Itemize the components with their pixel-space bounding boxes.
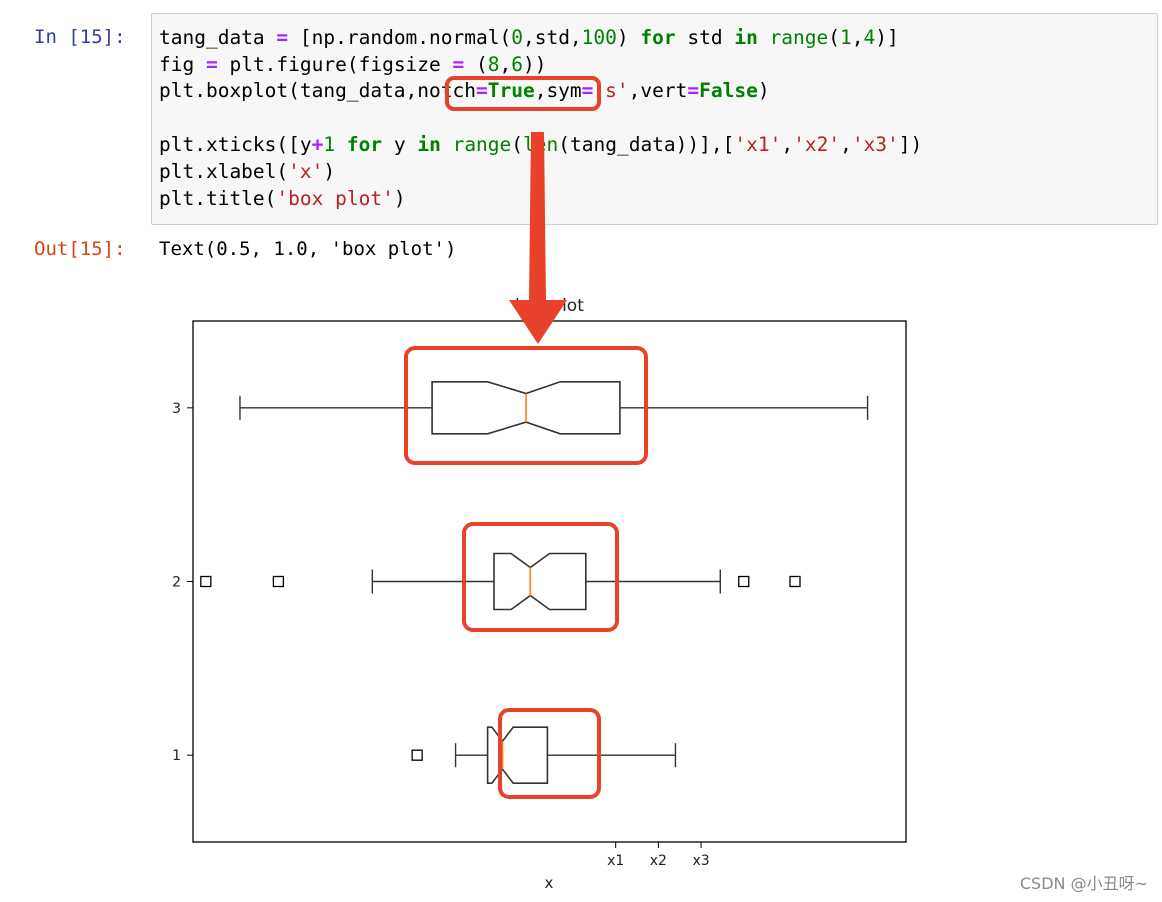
code-line: plt.xticks([y+1 for y in range(len(tang_… xyxy=(159,132,922,158)
highlight-box xyxy=(462,522,619,632)
code-token: 100 xyxy=(581,26,617,49)
x-tick-label: x1 xyxy=(607,853,624,869)
code-token: )) xyxy=(523,53,547,76)
code-token: 'box plot' xyxy=(276,187,394,210)
watermark: CSDN @小丑呀~ xyxy=(1019,874,1148,893)
code-token: 'x1' xyxy=(734,133,782,156)
x-tick-label: x3 xyxy=(692,853,709,869)
code-token: 1 xyxy=(323,133,336,156)
highlight-box xyxy=(404,346,648,465)
code-token: 's' xyxy=(593,79,629,102)
code-token: [np.random.normal( xyxy=(288,26,512,49)
code-token: (tang_data))],[ xyxy=(558,133,735,156)
code-token: for xyxy=(346,133,383,156)
code-token: False xyxy=(699,79,758,102)
code-cell[interactable]: tang_data = [np.random.normal(0,std,100)… xyxy=(151,13,1158,225)
y-tick-label: 2 xyxy=(172,575,181,591)
code-token: , xyxy=(781,133,794,156)
code-token: ,vert xyxy=(628,79,688,102)
code-token: 'x' xyxy=(288,160,324,183)
code-token: ,sym xyxy=(534,79,582,102)
code-token: = xyxy=(276,26,289,49)
code-token: 'x3' xyxy=(851,133,899,156)
notched-box xyxy=(431,380,621,435)
code-token: = xyxy=(475,79,488,102)
code-token: range xyxy=(452,133,512,156)
code-line: plt.xlabel('x') xyxy=(159,159,335,185)
flier-marker xyxy=(411,749,423,761)
code-token: , xyxy=(499,53,512,76)
code-token: plt.xticks([y xyxy=(159,133,312,156)
x-tick-label: x2 xyxy=(650,853,667,869)
axes-frame xyxy=(192,320,907,843)
flier-marker xyxy=(200,575,212,588)
annotation-arrow xyxy=(509,132,567,344)
code-token: std xyxy=(675,26,735,49)
output-prompt: Out[15]: xyxy=(34,238,126,260)
code-token: y xyxy=(382,133,418,156)
code-token: 'x2' xyxy=(793,133,841,156)
code-token: ) xyxy=(393,187,406,210)
flier-marker xyxy=(272,575,285,588)
x-axis-label: x xyxy=(545,874,554,892)
code-token: plt.boxplot(tang_data,notch xyxy=(159,79,476,102)
y-tick-label: 3 xyxy=(172,401,181,417)
code-token: ) xyxy=(757,79,770,102)
code-token: plt.title( xyxy=(159,187,277,210)
code-token: ( xyxy=(511,133,524,156)
code-token: + xyxy=(311,133,324,156)
code-token: ) xyxy=(323,160,336,183)
flier-marker xyxy=(738,575,750,588)
highlight-box xyxy=(498,708,601,799)
y-tick-label: 1 xyxy=(172,748,181,764)
code-token: fig xyxy=(159,53,206,76)
code-line: fig = plt.figure(figsize = (8,6)) xyxy=(159,52,547,78)
code-token: plt.xlabel( xyxy=(159,160,289,183)
code-line: plt.title('box plot') xyxy=(159,186,406,212)
code-token: ) xyxy=(616,26,641,49)
code-token: ,std, xyxy=(522,26,582,49)
output-text: Text(0.5, 1.0, 'box plot') xyxy=(159,238,457,260)
code-token: , xyxy=(840,133,852,156)
code-token: for xyxy=(640,26,676,49)
code-token: plt.figure(figsize xyxy=(217,53,453,76)
code-token: )] xyxy=(875,26,899,49)
code-token: in xyxy=(417,133,441,156)
code-token: range xyxy=(769,26,829,49)
code-token: 0 xyxy=(511,26,523,49)
notched-box xyxy=(493,552,587,611)
code-highlight-box xyxy=(445,76,601,111)
code-token: True xyxy=(487,79,535,102)
code-token: , xyxy=(851,26,864,49)
code-token: tang_data xyxy=(159,26,277,49)
code-token: ( xyxy=(828,26,841,49)
code-line: tang_data = [np.random.normal(0,std,100)… xyxy=(159,25,899,51)
code-token: 8 xyxy=(487,53,500,76)
code-token: ( xyxy=(464,53,488,76)
code-token: in xyxy=(734,26,758,49)
code-token: = xyxy=(581,79,594,102)
code-token: = xyxy=(452,53,465,76)
code-token: = xyxy=(205,53,218,76)
code-token: 6 xyxy=(511,53,524,76)
flier-marker xyxy=(789,575,801,588)
code-line: plt.boxplot(tang_data,notch=True,sym='s'… xyxy=(159,78,770,104)
code-token: 4 xyxy=(863,26,876,49)
code-token: ]) xyxy=(898,133,923,156)
input-prompt: In [15]: xyxy=(34,26,126,48)
code-token: 1 xyxy=(840,26,852,49)
code-token: = xyxy=(687,79,700,102)
